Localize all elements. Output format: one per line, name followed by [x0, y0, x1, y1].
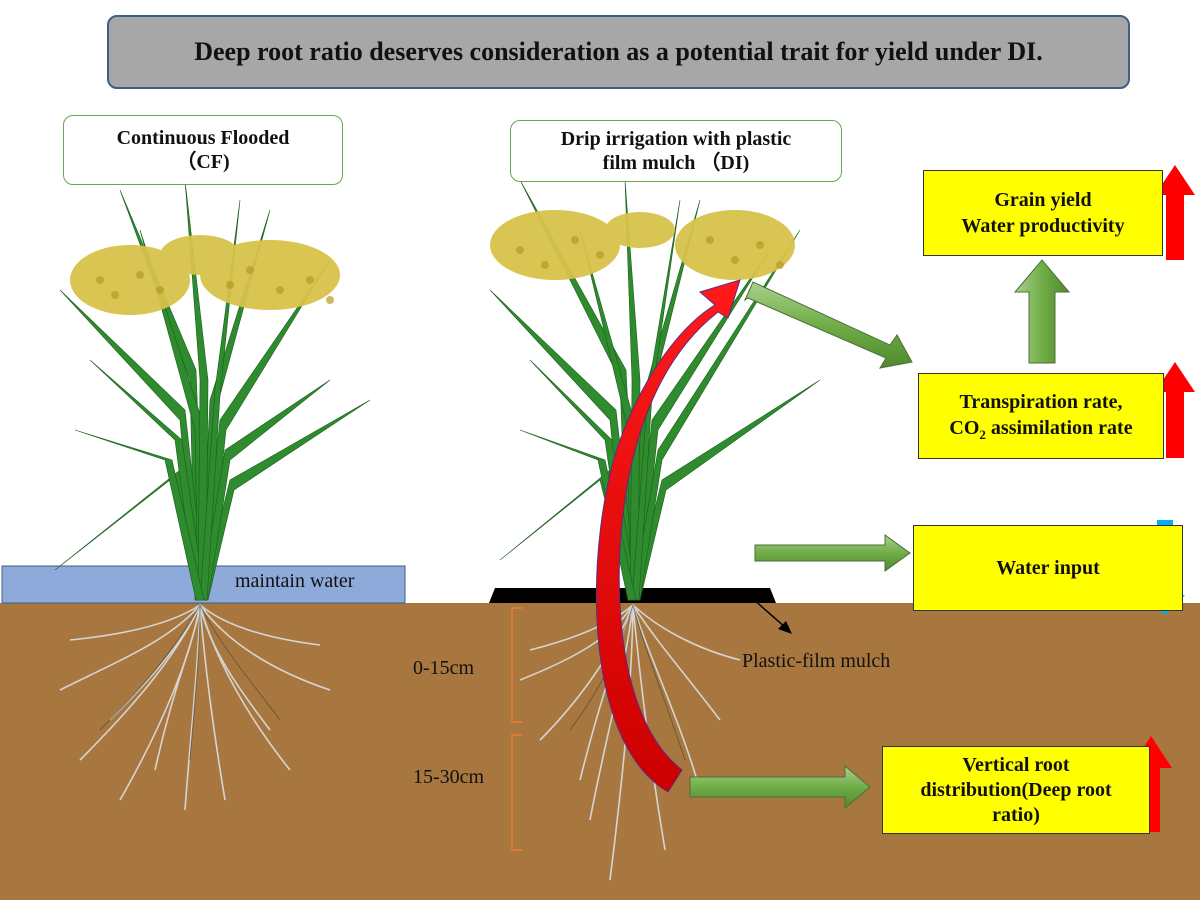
vertical-root-line2: distribution(Deep root	[920, 778, 1112, 801]
transpiration-line2: CO2 assimilation rate	[949, 415, 1132, 444]
assimilation-suffix: assimilation rate	[985, 416, 1133, 439]
co2-subscript: 2	[979, 426, 986, 442]
vertical-root-line1: Vertical root	[962, 753, 1070, 776]
plastic-film-mulch-label: Plastic-film mulch	[742, 650, 891, 672]
mulch-pointer-arrow	[751, 597, 792, 634]
cf-label-line2: （CF)	[176, 151, 230, 173]
cf-label-line1: Continuous Flooded	[116, 127, 290, 149]
grain-yield-line1: Grain yield	[994, 189, 1092, 211]
di-label-line1: Drip irrigation with plastic	[560, 128, 792, 150]
vertical-root-line3: ratio)	[992, 803, 1040, 826]
di-label-box: Drip irrigation with plastic film mulch …	[510, 120, 842, 182]
co2-prefix: CO	[949, 416, 980, 439]
vertical-root-box: Vertical root distribution(Deep root rat…	[882, 746, 1150, 834]
green-arrow-up-to-yield	[1013, 259, 1071, 364]
depth-label-shallow: 0-15cm	[413, 657, 475, 679]
depth-label-deep: 15-30cm	[413, 766, 485, 788]
cf-plant	[54, 179, 371, 601]
curved-red-arrow	[595, 279, 741, 793]
title-banner: Deep root ratio deserves consideration a…	[107, 15, 1130, 89]
di-label-line2: film mulch （DI)	[602, 152, 750, 174]
transpiration-box: Transpiration rate, CO2 assimilation rat…	[918, 373, 1164, 459]
red-up-arrow-transpiration	[1155, 362, 1195, 458]
title-text: Deep root ratio deserves consideration a…	[194, 37, 1043, 66]
green-arrow-to-transpiration	[743, 281, 913, 369]
di-plant	[489, 179, 821, 601]
grain-yield-box: Grain yield Water productivity	[923, 170, 1163, 256]
green-arrow-to-water-input	[754, 534, 911, 572]
transpiration-line1: Transpiration rate,	[959, 390, 1123, 413]
cf-label-box: Continuous Flooded （CF)	[63, 115, 343, 185]
depth-bracket	[511, 607, 522, 851]
red-up-arrow-yield	[1155, 165, 1195, 260]
maintain-water-label: maintain water	[235, 570, 355, 592]
cf-roots	[59, 604, 331, 811]
cf-roots-dark	[99, 604, 281, 761]
water-input-label: Water input	[996, 557, 1100, 579]
green-arrow-to-root-distribution	[689, 764, 871, 810]
water-input-box: Water input	[913, 525, 1183, 611]
grain-yield-line2: Water productivity	[961, 215, 1125, 237]
